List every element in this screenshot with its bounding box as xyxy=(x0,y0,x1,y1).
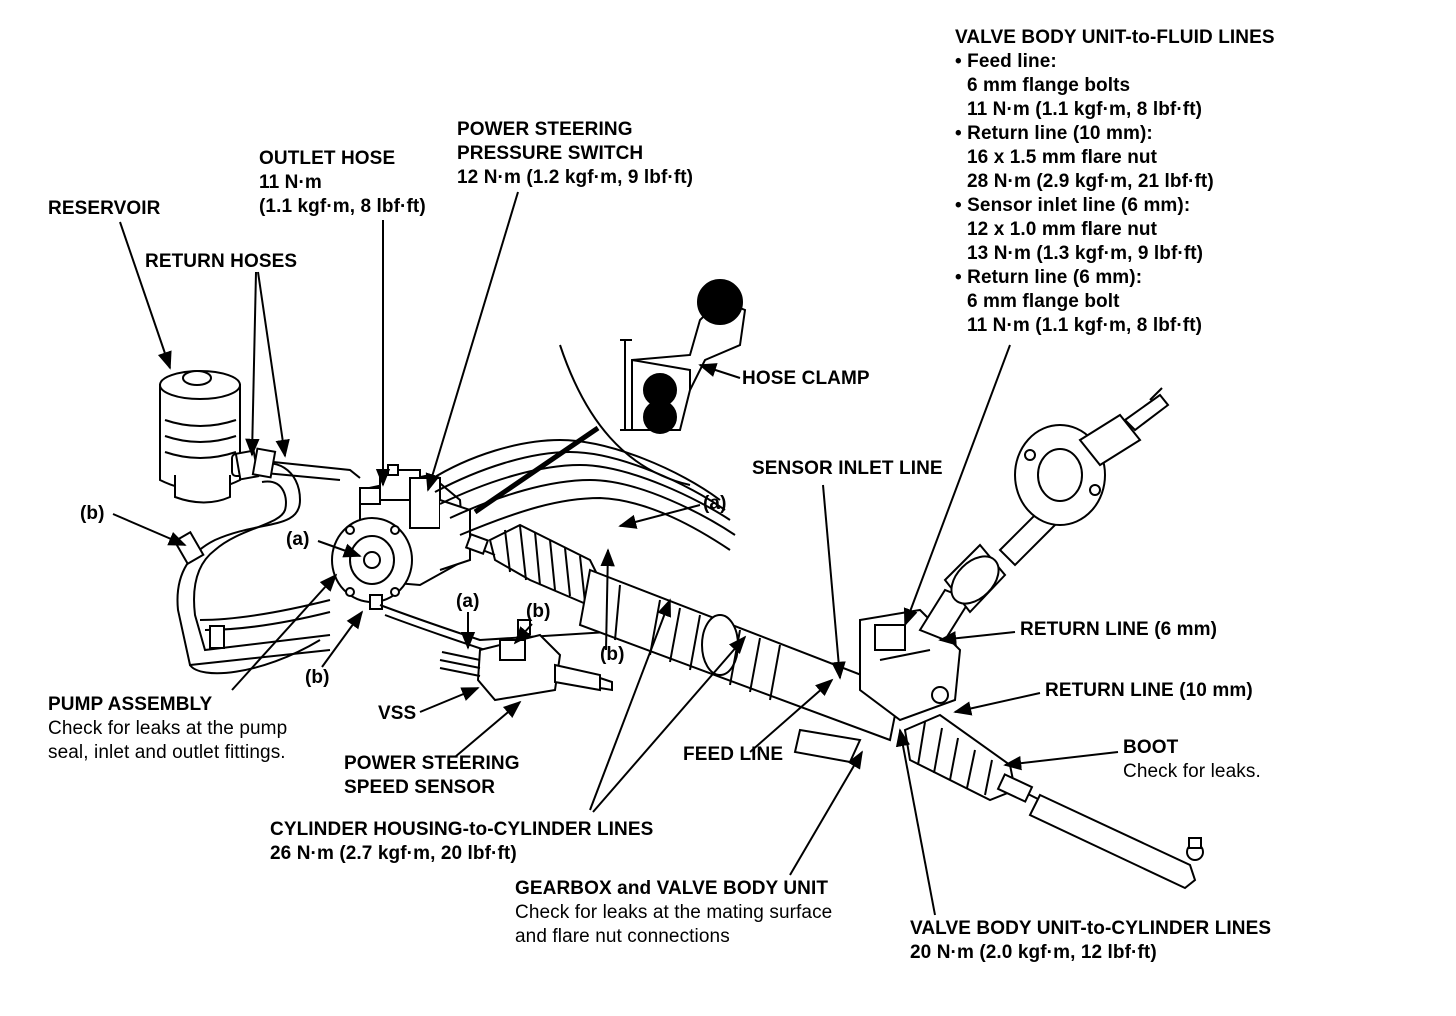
ps-speed-sensor-line-2: SPEED SENSOR xyxy=(344,777,496,798)
boot-label: BOOT Check for leaks. xyxy=(1123,736,1261,784)
valve-body-cylinder-lines-line-2: 20 N·m (2.0 kgf·m, 12 lbf·ft) xyxy=(910,942,1157,963)
fluid-lines-line-10: • Return line (6 mm): xyxy=(955,267,1143,288)
fluid-lines-line-8: 12 x 1.0 mm flare nut xyxy=(967,219,1158,240)
reservoir-label: RESERVOIR xyxy=(48,198,161,219)
callout-a-sensor: (a) xyxy=(456,591,480,612)
steering-shaft-drawing xyxy=(918,387,1170,642)
return-line-10-label: RETURN LINE (10 mm) xyxy=(1045,680,1253,701)
fluid-lines-line-12: 11 N·m (1.1 kgf·m, 8 lbf·ft) xyxy=(967,315,1203,336)
cylinder-lines-line-1: CYLINDER HOUSING-to-CYLINDER LINES xyxy=(270,819,654,840)
valve-body-fluid-lines-label: VALVE BODY UNIT-to-FLUID LINES • Feed li… xyxy=(955,26,1275,338)
speed-sensor-drawing xyxy=(439,619,613,702)
outlet-hose-line-1: OUTLET HOSE xyxy=(259,148,396,169)
callout-b-pump: (b) xyxy=(305,667,330,688)
callout-b-rack: (b) xyxy=(600,644,625,665)
fluid-lines-line-4: • Return line (10 mm): xyxy=(955,123,1153,144)
pump-assembly-drawing xyxy=(331,464,471,610)
hose-clamp-detail xyxy=(473,279,747,515)
outlet-hose-label: OUTLET HOSE 11 N·m (1.1 kgf·m, 8 lbf·ft) xyxy=(259,147,426,219)
boot-note: Check for leaks. xyxy=(1123,761,1261,782)
return-hoses-label: RETURN HOSES xyxy=(145,251,298,272)
pump-assembly-note-2: seal, inlet and outlet fittings. xyxy=(48,742,286,763)
callout-a-top: (a) xyxy=(703,493,727,514)
fluid-lines-line-1: • Feed line: xyxy=(955,51,1057,72)
callout-b-left: (b) xyxy=(80,503,105,524)
valve-body-cylinder-lines-label: VALVE BODY UNIT-to-CYLINDER LINES 20 N·m… xyxy=(910,917,1271,965)
pump-assembly-note-1: Check for leaks at the pump xyxy=(48,718,288,739)
pump-assembly-title: PUMP ASSEMBLY xyxy=(48,694,213,715)
gearbox-note-1: Check for leaks at the mating surface xyxy=(515,902,833,923)
ps-pressure-switch-line-1: POWER STEERING xyxy=(457,119,633,140)
fluid-lines-line-6: 28 N·m (2.9 kgf·m, 21 lbf·ft) xyxy=(967,171,1214,192)
fluid-lines-line-2: 6 mm flange bolts xyxy=(967,75,1131,96)
outlet-hose-line-3: (1.1 kgf·m, 8 lbf·ft) xyxy=(259,196,426,217)
cylinder-lines-line-2: 26 N·m (2.7 kgf·m, 20 lbf·ft) xyxy=(270,843,517,864)
hose-clamp-label: HOSE CLAMP xyxy=(742,368,870,389)
gearbox-title: GEARBOX and VALVE BODY UNIT xyxy=(515,878,829,899)
ps-pressure-switch-label: POWER STEERING PRESSURE SWITCH 12 N·m (1… xyxy=(457,118,693,190)
sensor-inlet-line-label: SENSOR INLET LINE xyxy=(752,458,943,479)
gearbox-note-2: and flare nut connections xyxy=(515,926,730,947)
ps-pressure-switch-line-2: PRESSURE SWITCH xyxy=(457,143,644,164)
fluid-lines-line-5: 16 x 1.5 mm flare nut xyxy=(967,147,1158,168)
valve-body-cylinder-lines-line-1: VALVE BODY UNIT-to-CYLINDER LINES xyxy=(910,918,1272,939)
fluid-lines-line-11: 6 mm flange bolt xyxy=(967,291,1120,312)
vss-label: VSS xyxy=(378,703,417,724)
fluid-lines-line-3: 11 N·m (1.1 kgf·m, 8 lbf·ft) xyxy=(967,99,1203,120)
pressure-lines-drawing xyxy=(379,438,736,651)
ps-speed-sensor-label: POWER STEERING SPEED SENSOR xyxy=(344,752,520,800)
fluid-lines-line-9: 13 N·m (1.3 kgf·m, 9 lbf·ft) xyxy=(967,243,1204,264)
boot-title: BOOT xyxy=(1123,737,1179,758)
ps-speed-sensor-line-1: POWER STEERING xyxy=(344,753,520,774)
callout-b-sensor: (b) xyxy=(526,601,551,622)
return-line-6-label: RETURN LINE (6 mm) xyxy=(1020,619,1218,640)
ps-pressure-switch-line-3: 12 N·m (1.2 kgf·m, 9 lbf·ft) xyxy=(457,167,694,188)
fluid-lines-line-7: • Sensor inlet line (6 mm): xyxy=(955,195,1191,216)
pump-assembly-label: PUMP ASSEMBLY Check for leaks at the pum… xyxy=(48,693,287,765)
gearbox-label: GEARBOX and VALVE BODY UNIT Check for le… xyxy=(515,877,832,949)
outlet-hose-line-2: 11 N·m xyxy=(259,172,322,193)
leader-lines xyxy=(112,191,1119,916)
feed-line-label: FEED LINE xyxy=(683,744,784,765)
callout-a-pump: (a) xyxy=(286,529,310,550)
valve-body-fluid-lines-title: VALVE BODY UNIT-to-FLUID LINES xyxy=(955,27,1275,48)
cylinder-lines-label: CYLINDER HOUSING-to-CYLINDER LINES 26 N·… xyxy=(270,818,653,866)
reservoir-drawing xyxy=(159,370,255,504)
